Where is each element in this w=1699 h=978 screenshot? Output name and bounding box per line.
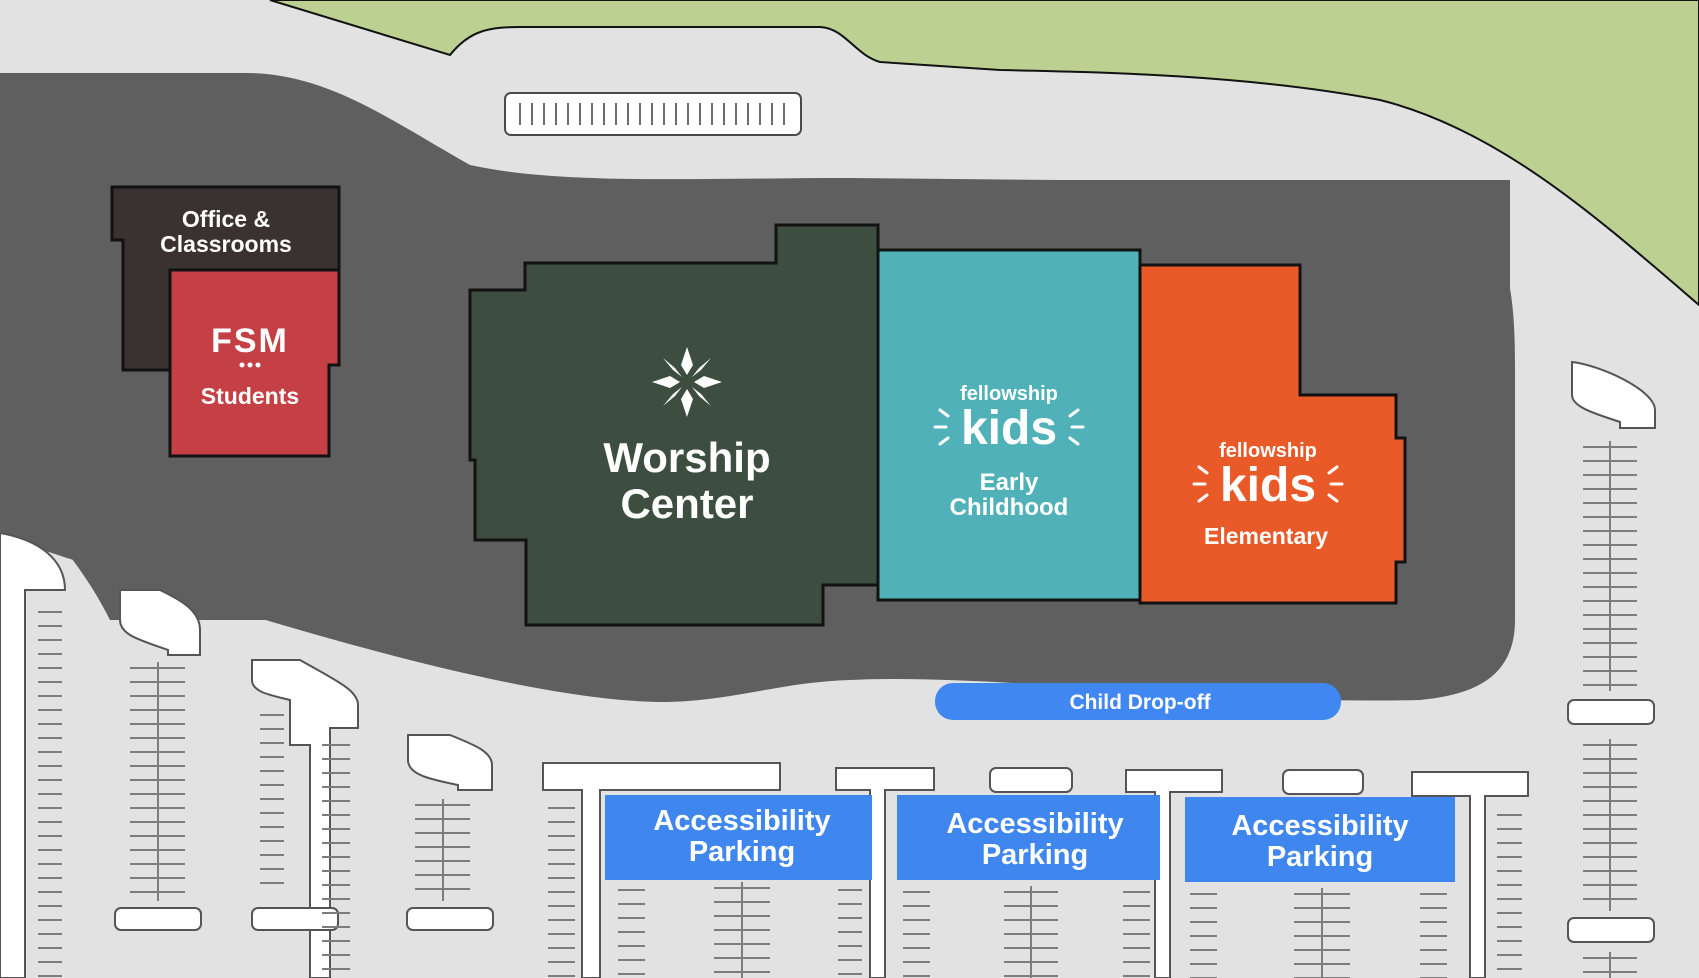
- accessibility-line2-3: Parking: [1267, 841, 1373, 873]
- early-childhood-label-line1: Early: [980, 469, 1039, 496]
- fellowship-kids-brand-top-2: fellowship: [1219, 440, 1317, 462]
- fellowship-kids-brand-main-2: kids: [1220, 459, 1316, 512]
- accessibility-line2-2: Parking: [982, 839, 1088, 871]
- star-logo-icon: [652, 347, 722, 417]
- worship-label-line1: Worship: [603, 434, 770, 481]
- parking-islands: [0, 360, 1656, 978]
- elementary-building[interactable]: [1138, 263, 1407, 605]
- fellowship-kids-brand-main-1: kids: [961, 402, 1057, 455]
- accessibility-line1-1: Accessibility: [653, 805, 830, 837]
- child-dropoff-lane[interactable]: [935, 683, 1341, 720]
- accessibility-bay-3: [1185, 797, 1455, 882]
- accessibility-line1-2: Accessibility: [946, 808, 1123, 840]
- students-building[interactable]: [168, 268, 341, 458]
- parking-stalls: [38, 441, 1637, 978]
- early-childhood-label-line2: Childhood: [950, 494, 1069, 521]
- accessibility-bay-1: [605, 795, 872, 880]
- office-label-line2: Classrooms: [160, 231, 292, 257]
- accessibility-bay-2: [897, 795, 1160, 880]
- road-left-curve: [0, 182, 110, 620]
- worship-label-line2: Center: [620, 480, 753, 527]
- bike-rack-slots: [519, 103, 785, 125]
- elementary-label: Elementary: [1204, 523, 1328, 549]
- grass-strip: [269, 0, 1699, 307]
- students-label: Students: [201, 383, 299, 409]
- office-label-line1: Office &: [182, 206, 270, 232]
- worship-center-building[interactable]: [468, 223, 880, 627]
- fsm-logo: FSM: [211, 322, 289, 360]
- sparkle-icon: [933, 408, 1085, 446]
- child-dropoff-label: Child Drop-off: [1069, 691, 1211, 714]
- accessibility-line2-1: Parking: [689, 836, 795, 868]
- accessibility-labels: Accessibility Parking Accessibility Park…: [653, 805, 1408, 873]
- early-childhood-building[interactable]: [876, 248, 1142, 602]
- accessibility-line1-3: Accessibility: [1231, 810, 1408, 842]
- sparkle-icon: [1192, 465, 1344, 503]
- three-dots-icon: [239, 362, 261, 368]
- fellowship-kids-brand-top-1: fellowship: [960, 383, 1058, 405]
